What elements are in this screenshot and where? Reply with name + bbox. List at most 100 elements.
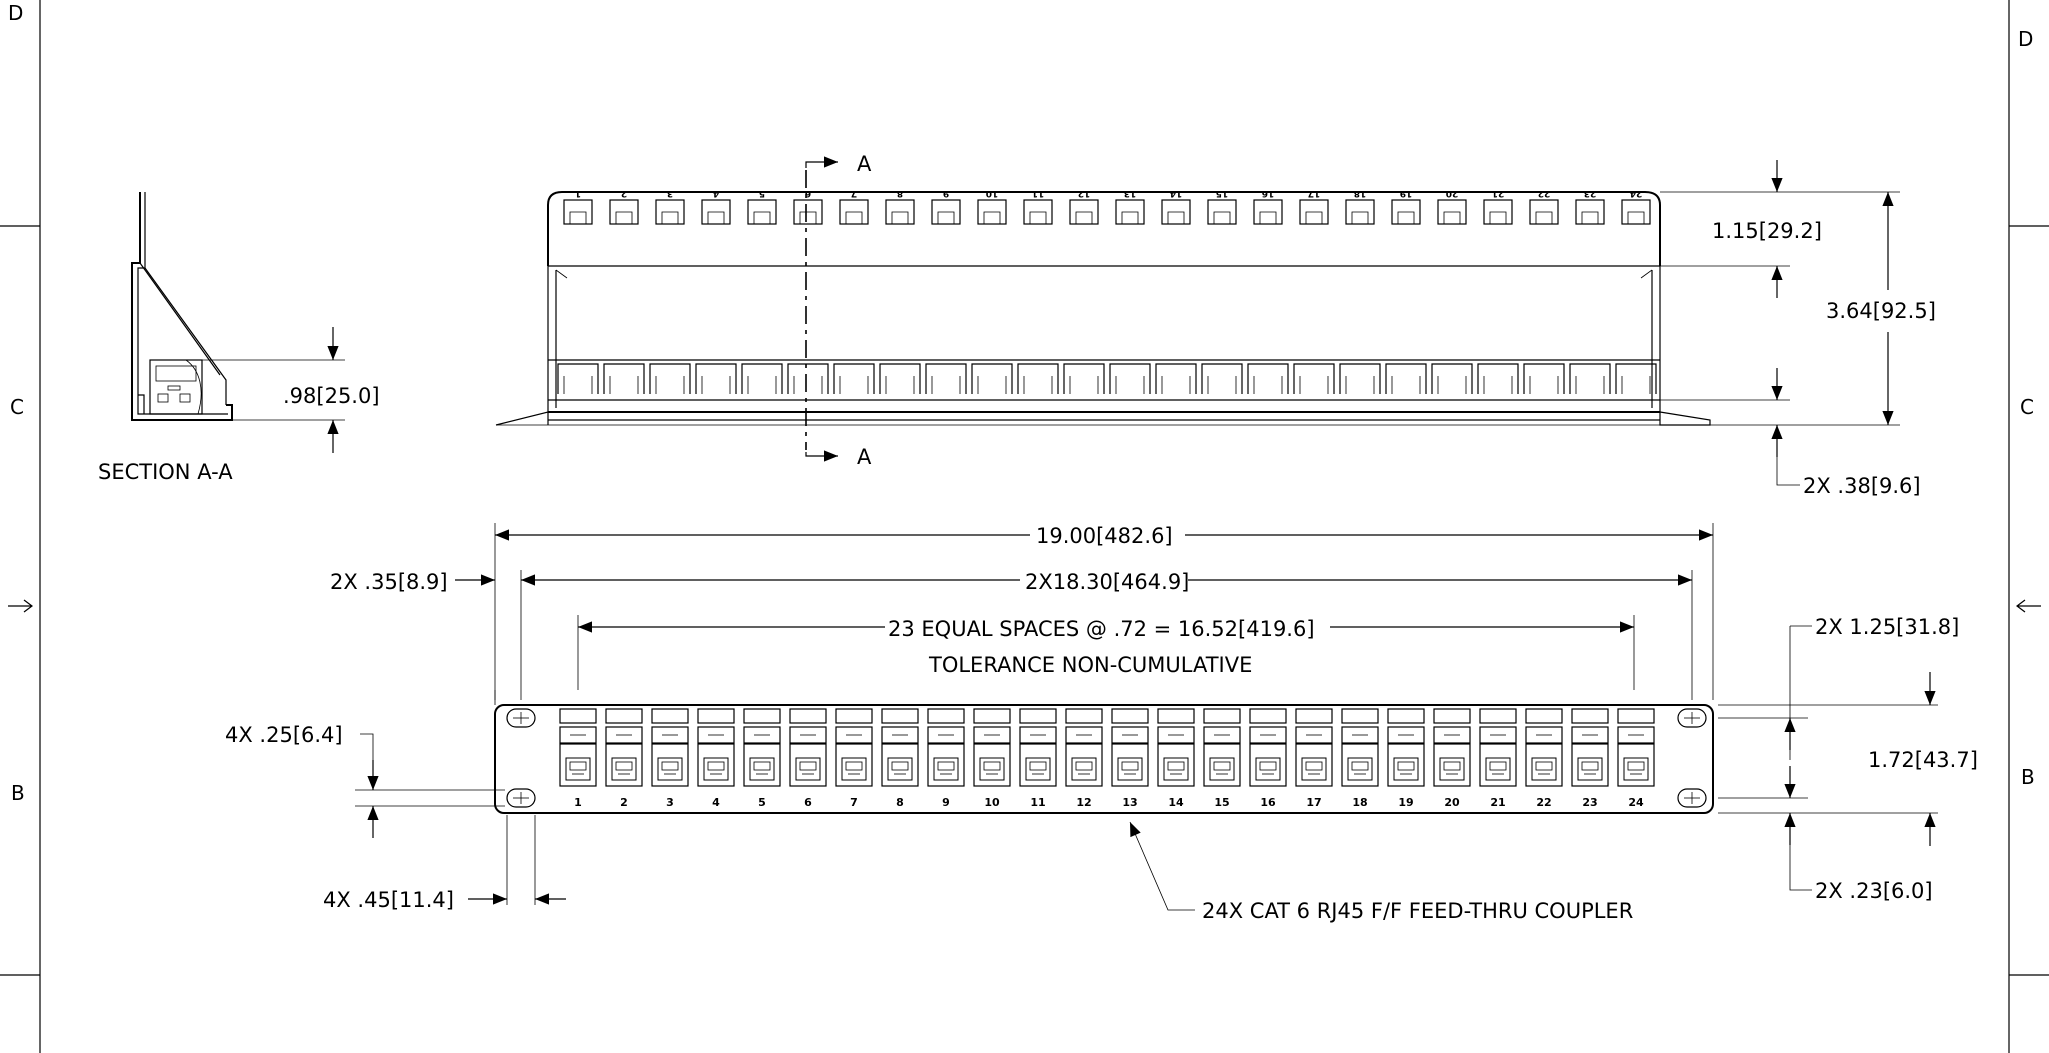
top-port-number: 17 <box>1308 188 1321 198</box>
front-jack: Cat 6 <box>1571 708 1609 787</box>
front-port-number: 16 <box>1260 796 1276 809</box>
top-port-number: 18 <box>1354 188 1367 198</box>
top-port-number: 22 <box>1538 188 1551 198</box>
top-view-port-slots <box>563 199 1651 225</box>
front-jack: Cat 6 <box>1341 708 1379 787</box>
top-port-slot <box>701 199 731 225</box>
front-port-number: 3 <box>666 796 674 809</box>
section-a-a-view: .98[25.0] SECTION A-A <box>98 192 380 484</box>
top-port-number: 4 <box>713 188 719 198</box>
top-port-slot <box>563 199 593 225</box>
top-port-number: 15 <box>1216 188 1229 198</box>
top-port-number: 16 <box>1262 188 1275 198</box>
jack-label: Cat 6 <box>979 747 1005 757</box>
jack-label: Cat 6 <box>1071 747 1097 757</box>
top-port-number: 8 <box>897 188 903 198</box>
front-port-number: 2 <box>620 796 628 809</box>
top-jack-body <box>1247 363 1289 394</box>
jack-label: Cat 6 <box>841 747 867 757</box>
hole-offset-dimension: 4X .25[6.4] <box>225 723 343 747</box>
mounting-hole-bottom-right <box>1677 788 1707 808</box>
jack-label: Cat 6 <box>887 747 913 757</box>
section-height-dimension: .98[25.0] <box>283 384 380 408</box>
port-spacing-dimension: 23 EQUAL SPACES @ .72 = 16.52[419.6] <box>888 617 1315 641</box>
front-port-number: 22 <box>1536 796 1551 809</box>
front-port-number: 17 <box>1306 796 1321 809</box>
top-port-number: 5 <box>759 188 765 198</box>
top-port-slot <box>1483 199 1513 225</box>
front-port-number: 15 <box>1214 796 1229 809</box>
front-jack: Cat 6 <box>1387 708 1425 787</box>
flange-dimension: 2X .38[9.6] <box>1803 474 1921 498</box>
front-jack: Cat 6 <box>835 708 873 787</box>
top-jack-body <box>1109 363 1151 394</box>
top-port-slot <box>885 199 915 225</box>
top-port-slot <box>1069 199 1099 225</box>
top-port-slot <box>793 199 823 225</box>
jack-label: Cat 6 <box>1623 747 1649 757</box>
hole-spacing-dimension: 2X18.30[464.9] <box>1025 570 1189 594</box>
ear-width-dimension: 2X .35[8.9] <box>330 570 448 594</box>
top-port-slot <box>1345 199 1375 225</box>
front-jack: Cat 6 <box>973 708 1011 787</box>
top-jack-body <box>1569 363 1611 394</box>
coupler-callout: 24X CAT 6 RJ45 F/F FEED-THRU COUPLER <box>1202 899 1633 923</box>
front-port-number: 13 <box>1122 796 1137 809</box>
top-port-slot <box>1299 199 1329 225</box>
jack-label: Cat 6 <box>1347 747 1373 757</box>
zone-label-right-d: D <box>2018 27 2033 51</box>
jack-label: Cat 6 <box>611 747 637 757</box>
top-jack-body <box>1293 363 1335 394</box>
top-jack-body <box>741 363 783 394</box>
front-jack: Cat 6 <box>1433 708 1471 787</box>
top-jack-body <box>833 363 875 394</box>
section-cut-label-bottom: A <box>857 445 872 469</box>
top-port-slot <box>609 199 639 225</box>
top-jack-body <box>1201 363 1243 394</box>
top-port-number: 1 <box>575 188 581 198</box>
top-jack-body <box>1063 363 1105 394</box>
zone-label-left-d: D <box>8 1 23 25</box>
top-port-number: 13 <box>1124 188 1137 198</box>
jack-label: Cat 6 <box>1025 747 1051 757</box>
front-jack: Cat 6 <box>881 708 919 787</box>
jack-label: Cat 6 <box>1485 747 1511 757</box>
top-port-number: 2 <box>621 188 627 198</box>
front-jack: Cat 6 <box>651 708 689 787</box>
jack-label: Cat 6 <box>1209 747 1235 757</box>
top-height-dimension: 1.15[29.2] <box>1712 219 1822 243</box>
front-port-number: 10 <box>984 796 1000 809</box>
tolerance-note: TOLERANCE NON-CUMULATIVE <box>928 653 1252 677</box>
top-port-number: 12 <box>1078 188 1091 198</box>
overall-width-dimension: 19.00[482.6] <box>1036 524 1173 548</box>
jack-label: Cat 6 <box>933 747 959 757</box>
front-port-number: 5 <box>758 796 766 809</box>
panel-height-dimension: 1.72[43.7] <box>1868 748 1978 772</box>
center-mark-right <box>2016 599 2041 613</box>
top-jack-body <box>787 363 829 394</box>
front-port-number: 23 <box>1582 796 1597 809</box>
top-jack-body <box>649 363 691 394</box>
top-port-slot <box>1437 199 1467 225</box>
front-jack: Cat 6 <box>1111 708 1149 787</box>
top-port-number: 10 <box>986 188 999 198</box>
jack-label: Cat 6 <box>749 747 775 757</box>
top-port-slot <box>931 199 961 225</box>
top-port-slot <box>1253 199 1283 225</box>
hole-edge-dimension: 2X .23[6.0] <box>1815 879 1933 903</box>
front-jack: Cat 6 <box>1617 708 1655 787</box>
jack-label: Cat 6 <box>703 747 729 757</box>
zone-label-right-c: C <box>2020 395 2034 419</box>
top-port-slot <box>1161 199 1191 225</box>
jack-label: Cat 6 <box>657 747 683 757</box>
top-port-slot <box>1023 199 1053 225</box>
zone-label-left-c: C <box>10 395 24 419</box>
zone-label-right-b: B <box>2021 765 2035 789</box>
jack-label: Cat 6 <box>565 747 591 757</box>
section-cut-label-top: A <box>857 152 872 176</box>
jack-label: Cat 6 <box>1531 747 1557 757</box>
front-port-number: 12 <box>1076 796 1091 809</box>
center-mark-left <box>8 599 33 613</box>
